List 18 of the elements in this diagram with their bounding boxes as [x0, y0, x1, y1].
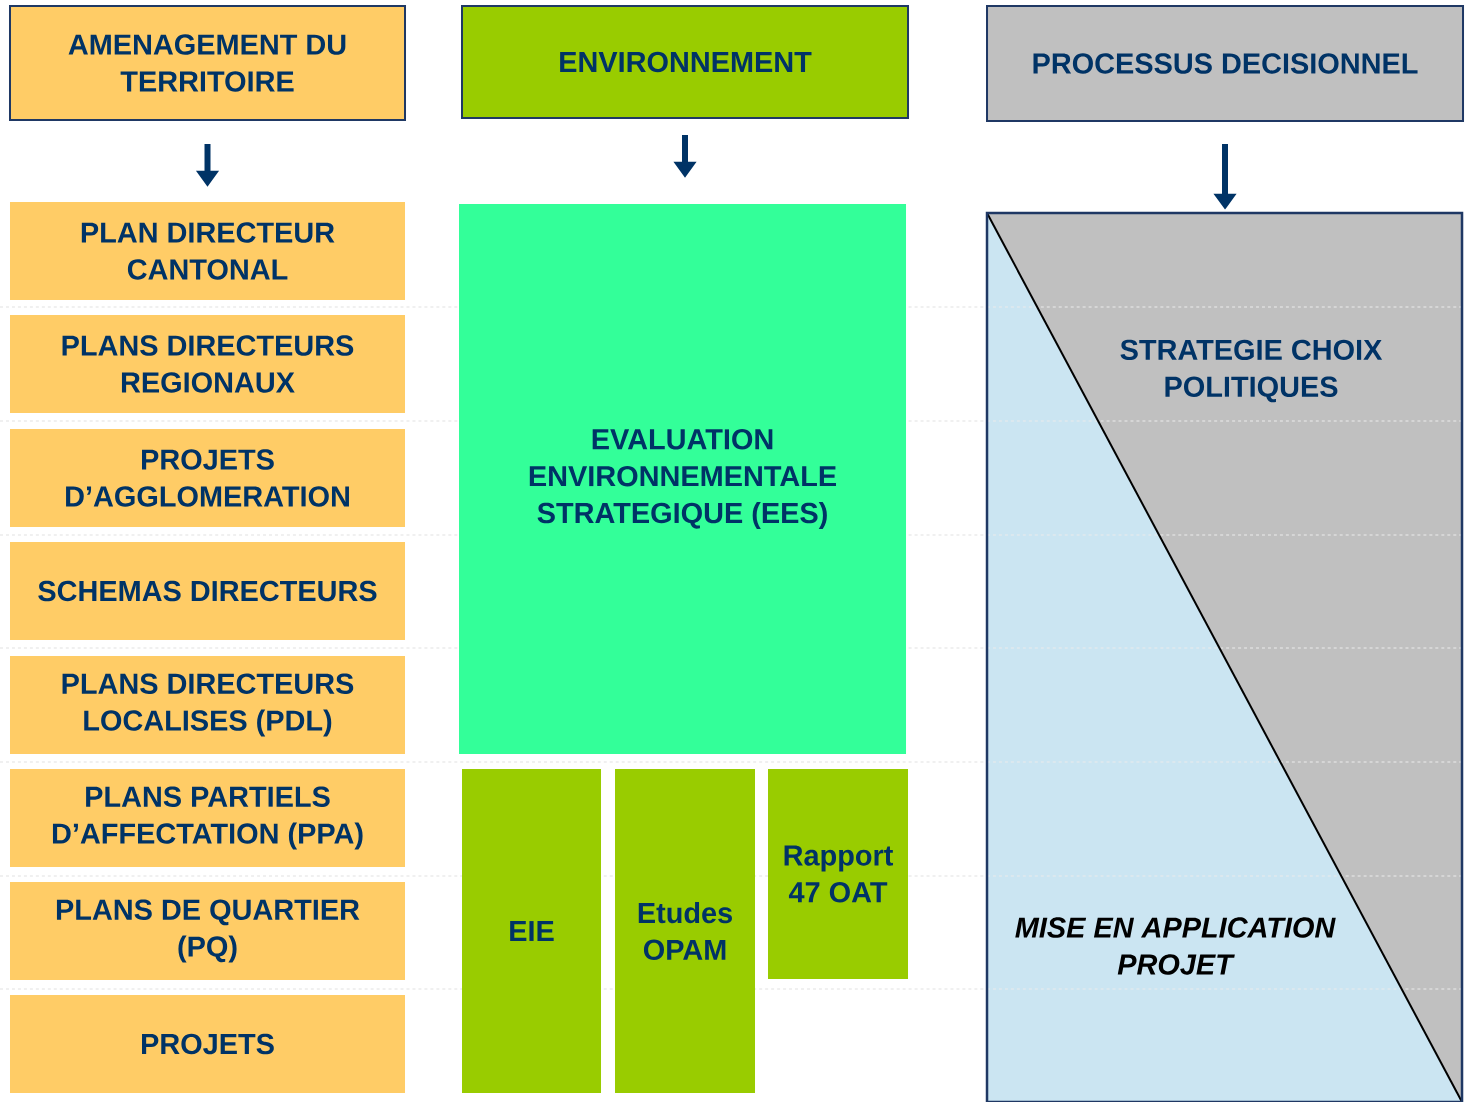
header-box: ENVIRONNEMENT — [461, 5, 909, 119]
decision-panel-drawing — [985, 211, 1464, 1102]
plan-box: PLAN DIRECTEUR CANTONAL — [10, 202, 405, 300]
header-box: PROCESSUS DECISIONNEL — [986, 5, 1464, 122]
study-box: EIE — [462, 769, 601, 1093]
header-box: AMENAGEMENT DU TERRITOIRE — [9, 5, 406, 121]
assessment-box: EVALUATION ENVIRONNEMENTALE STRATEGIQUE (EES) — [459, 204, 906, 754]
plan-box: SCHEMAS DIRECTEURS — [10, 542, 405, 640]
plan-box: PLANS DIRECTEURS LOCALISES (PDL) — [10, 656, 405, 754]
study-box: Etudes OPAM — [615, 769, 755, 1093]
plan-box: PLANS DIRECTEURS REGIONAUX — [10, 315, 405, 413]
plan-box: PLANS PARTIELS D’AFFECTATION (PPA) — [10, 769, 405, 867]
plan-box: PROJETS — [10, 995, 405, 1093]
strategy-label: STRATEGIE CHOIX POLITIQUES — [1120, 339, 1383, 403]
plan-box: PLANS DE QUARTIER (PQ) — [10, 882, 405, 980]
implementation-label: MISE EN APPLICATION PROJET — [1015, 917, 1336, 975]
plan-box: PROJETS D’AGGLOMERATION — [10, 429, 405, 527]
study-box: Rapport 47 OAT — [768, 769, 908, 979]
